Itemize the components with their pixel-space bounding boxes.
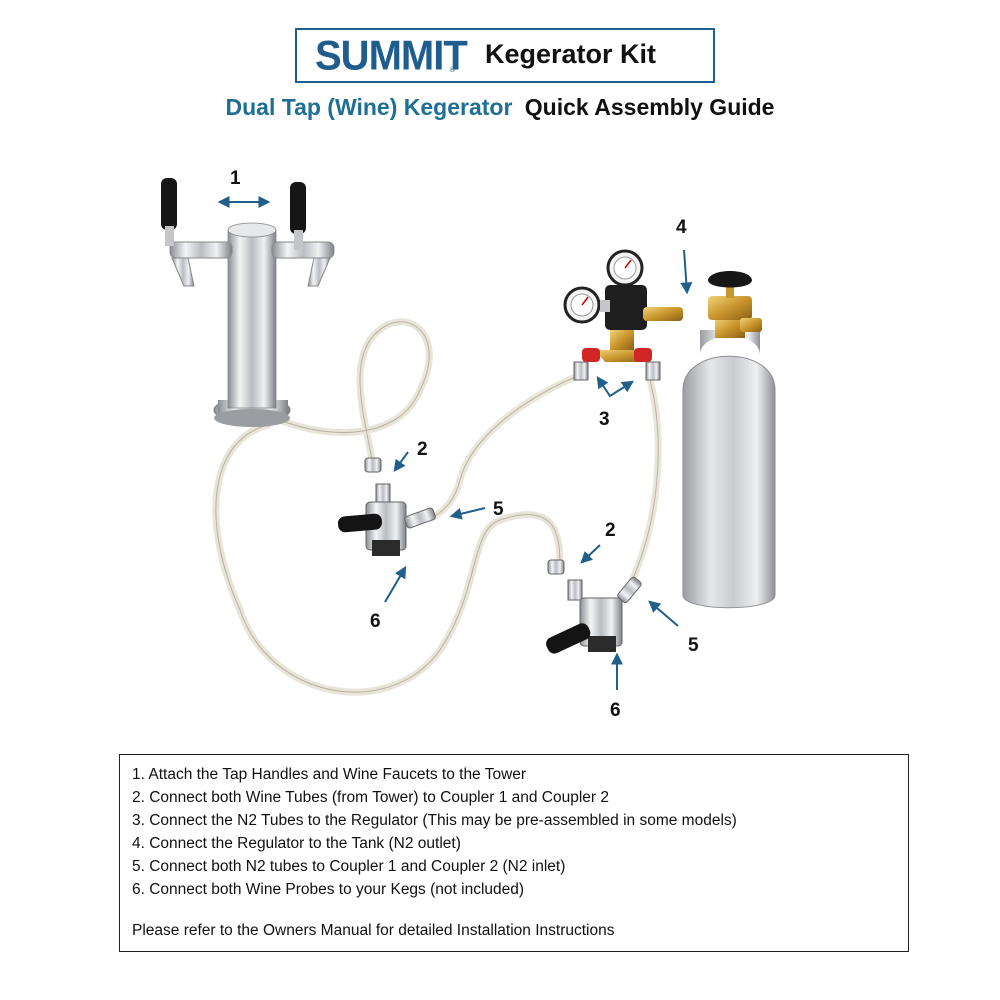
arrow-4 [680,249,693,295]
arrow-2a [393,451,409,472]
trademark-mark: ® [449,66,456,74]
n2-tube-right [626,376,662,589]
tap-handle-left [161,178,177,230]
callout-6a: 6 [370,611,381,632]
n2-tubes [428,371,662,589]
step-item: 1. Attach the Tap Handles and Wine Fauce… [132,766,527,783]
subtitle: Dual Tap (Wine) Kegerator Quick Assembly… [0,94,1000,121]
step-item: 2. Connect both Wine Tubes (from Tower) … [132,789,610,806]
callout-3: 3 [599,409,610,430]
callout-2a: 2 [417,439,428,460]
callout-5b: 5 [688,635,699,656]
step-item: 3. Connect the N2 Tubes to the Regulator… [132,812,737,829]
arrow-2b [580,544,601,564]
step-item: 5. Connect both N2 tubes to Coupler 1 an… [132,858,566,875]
callout-2b: 2 [605,520,616,541]
summit-logo: SUMMIT [315,32,468,80]
callout-6b: 6 [610,700,621,721]
coupler-2 [546,559,642,654]
callout-4: 4 [676,217,687,238]
tap-handle-right [290,182,306,234]
coupler-1 [337,457,436,556]
n2-tank [682,271,776,609]
tower-tube-left [212,421,564,696]
arrow-5a [449,507,486,520]
header-box: SUMMIT ® Kegerator Kit [295,28,715,83]
subtitle-rest: Quick Assembly Guide [524,94,775,120]
step-item: 4. Connect the Regulator to the Tank (N2… [132,835,461,852]
steps-list: 1. Attach the Tap Handles and Wine Fauce… [132,763,896,901]
n2-tube-left [428,371,584,522]
wine-tubes-outline [215,321,561,693]
dual-tap-tower [161,178,335,427]
page-title: Kegerator Kit [485,39,657,69]
subtitle-accent: Dual Tap (Wine) Kegerator [225,94,513,120]
n2-regulator [563,249,683,381]
instructions-box: 1. Attach the Tap Handles and Wine Fauce… [119,754,909,952]
tower-tube-right [276,318,433,464]
arrow-5b [648,600,679,627]
arrow-3 [596,376,635,398]
arrow-6a [384,565,407,603]
step-item: 6. Connect both Wine Probes to your Kegs… [132,881,525,898]
callout-arrows [217,196,693,690]
kit-illustration: 1 2 2 3 4 5 5 6 6 [161,168,776,721]
callout-5a: 5 [493,499,504,520]
callout-1: 1 [230,168,241,189]
manual-note: Please refer to the Owners Manual for de… [132,922,615,939]
